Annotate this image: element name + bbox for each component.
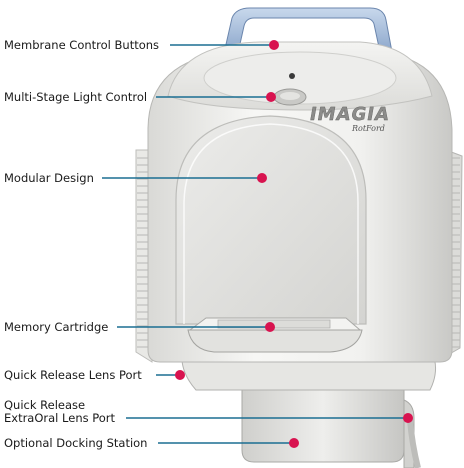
docking-station	[241, 387, 415, 468]
label-membrane-control-buttons: Membrane Control Buttons	[4, 38, 160, 52]
label-extraoral-line2: ExtraOral Lens Port	[4, 411, 116, 425]
callout-dot-modular	[257, 173, 267, 183]
callout-dot-memory	[265, 322, 275, 332]
label-optional-docking-station: Optional Docking Station	[4, 436, 148, 450]
label-modular-design: Modular Design	[4, 171, 94, 185]
label-extraoral-line1: Quick Release	[4, 398, 86, 412]
callout-dot-dock	[289, 438, 299, 448]
callout-dot-light	[266, 92, 276, 102]
brand-logo-sub: RotFord	[351, 124, 385, 133]
label-quick-release-lens-port: Quick Release Lens Port	[4, 368, 142, 382]
brand-logo-text: IMAGIA	[308, 104, 392, 125]
callout-dot-lens	[175, 370, 185, 380]
label-multi-stage-light-control: Multi-Stage Light Control	[4, 90, 148, 104]
memory-cartridge-tray	[187, 317, 363, 353]
brand-logo: IMAGIA RotFord	[308, 104, 392, 133]
callout-dots	[175, 40, 413, 448]
modular-arch-panel	[175, 115, 367, 325]
label-memory-cartridge: Memory Cartridge	[4, 320, 109, 334]
callout-dot-extraoral	[403, 413, 413, 423]
callout-dot-membrane	[269, 40, 279, 50]
cable	[407, 419, 421, 468]
